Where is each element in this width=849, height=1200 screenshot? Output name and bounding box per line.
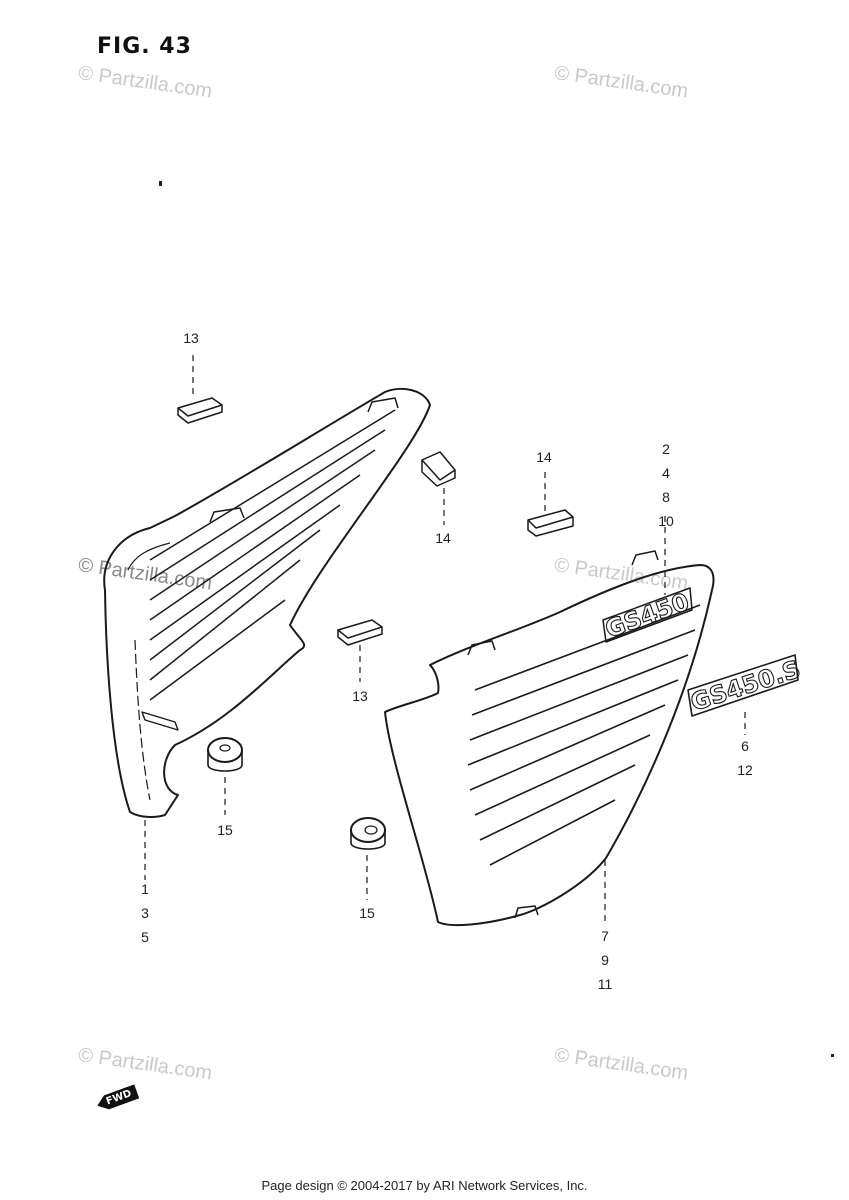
callout-13: 13 bbox=[183, 330, 199, 346]
callout-5: 5 bbox=[141, 929, 149, 945]
callout-15: 15 bbox=[217, 822, 233, 838]
callout-8: 8 bbox=[662, 489, 670, 505]
emblem-separate: GS450.S bbox=[687, 655, 804, 717]
emblem-plate-separate bbox=[687, 654, 799, 717]
page-footer: Page design © 2004-2017 by ARI Network S… bbox=[261, 1178, 588, 1193]
grommet-13-mid bbox=[337, 619, 383, 646]
callout-10: 10 bbox=[658, 513, 674, 529]
callout-9: 9 bbox=[601, 952, 609, 968]
callout-15: 15 bbox=[359, 905, 375, 921]
callout-4: 4 bbox=[662, 465, 670, 481]
stray-mark bbox=[831, 1054, 834, 1057]
callout-12: 12 bbox=[737, 762, 753, 778]
callout-11: 11 bbox=[597, 976, 613, 992]
callout-6: 6 bbox=[741, 738, 749, 754]
grommet-15-left bbox=[207, 737, 243, 772]
callout-1: 1 bbox=[141, 881, 149, 897]
callout-14: 14 bbox=[435, 530, 451, 546]
right-side-cover bbox=[384, 550, 715, 927]
stray-mark bbox=[159, 181, 162, 186]
grommet-13-top bbox=[177, 397, 223, 424]
left-side-cover bbox=[103, 387, 431, 818]
callout-14: 14 bbox=[536, 449, 552, 465]
callout-3: 3 bbox=[141, 905, 149, 921]
callout-2: 2 bbox=[662, 441, 670, 457]
grommet-15-right bbox=[350, 817, 386, 850]
figure-title: FIG. 43 bbox=[97, 34, 192, 59]
cushion-14-left bbox=[421, 451, 456, 487]
leader-lines bbox=[144, 355, 746, 925]
callout-7: 7 bbox=[601, 928, 609, 944]
callout-13: 13 bbox=[352, 688, 368, 704]
cushion-14-right bbox=[527, 509, 574, 537]
